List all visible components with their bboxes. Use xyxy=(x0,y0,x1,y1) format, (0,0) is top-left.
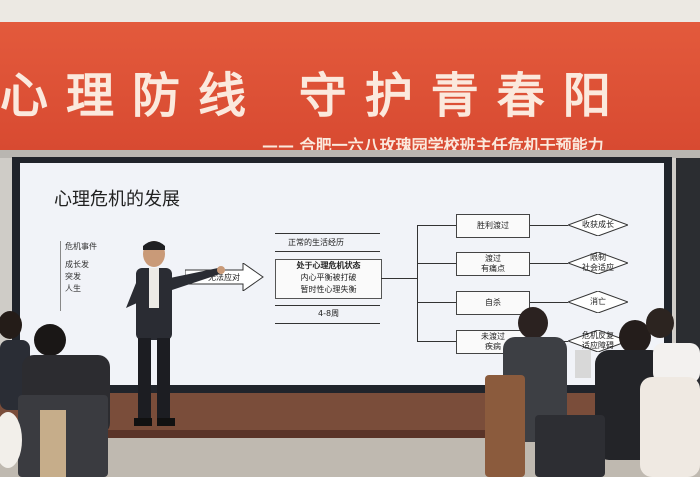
connector xyxy=(530,225,568,226)
left-line: 危机事件 xyxy=(65,242,97,251)
divider xyxy=(275,305,380,306)
divider xyxy=(275,233,380,234)
diamond-icon xyxy=(568,291,628,313)
left-line: 人生 xyxy=(65,284,81,293)
left-line: 成长发 xyxy=(65,260,89,269)
banner: 心理防线 守护青春阳 —— 合肥一六八玫瑰园学校班主任危机干预能力 xyxy=(0,22,700,155)
connector xyxy=(417,341,456,342)
audience-right xyxy=(485,307,700,477)
result-label: 限制社会适应 xyxy=(582,253,614,272)
outcome-box: 胜利渡过 xyxy=(456,214,530,238)
result-diamond: 消亡 xyxy=(568,291,628,313)
slide-left-notes: 危机事件 成长发 突发 人生 xyxy=(60,241,140,311)
stage-edge xyxy=(0,430,700,438)
slide-title: 心理危机的发展 xyxy=(54,189,180,210)
arrow-label: 无法应对 xyxy=(208,273,240,282)
left-line: 突发 xyxy=(65,272,81,281)
connector xyxy=(530,263,568,264)
result-label: 收获成长 xyxy=(582,220,614,229)
result-label: 危机反复适应障碍 xyxy=(582,331,614,350)
result-diamond: 危机反复适应障碍 xyxy=(568,330,628,352)
ceiling-beam xyxy=(0,150,700,158)
diamond-icon xyxy=(568,330,628,352)
center-line: 内心平衡被打破 xyxy=(300,273,357,282)
connector xyxy=(417,225,456,226)
outcome-box: 渡过有痛点 xyxy=(456,252,530,276)
duration-label: 4-8周 xyxy=(318,309,340,318)
connector xyxy=(417,302,456,303)
banner-title: 心理防线 守护青春阳 xyxy=(0,68,629,124)
connector xyxy=(417,225,418,342)
speaker-figure xyxy=(126,241,225,426)
crisis-state-box: 处于心理危机状态 内心平衡被打破 暂时性心理失衡 xyxy=(275,259,382,299)
divider xyxy=(275,323,380,324)
connector xyxy=(381,278,417,279)
connector xyxy=(417,263,456,264)
result-label: 消亡 xyxy=(590,297,606,306)
result-diamond: 限制社会适应 xyxy=(568,252,628,274)
outcome-box: 自杀 xyxy=(456,291,530,315)
ceiling xyxy=(0,0,700,22)
center-line: 处于心理危机状态 xyxy=(296,261,361,270)
connector xyxy=(530,302,568,303)
diamond-icon xyxy=(568,214,628,236)
diamond-icon xyxy=(568,252,628,274)
divider xyxy=(275,251,380,252)
result-diamond: 收获成长 xyxy=(568,214,628,236)
normal-life-label: 正常的生活经历 xyxy=(288,238,344,247)
audience-left xyxy=(0,311,110,477)
arrow-icon xyxy=(185,263,264,291)
center-line: 暂时性心理失衡 xyxy=(300,285,357,294)
